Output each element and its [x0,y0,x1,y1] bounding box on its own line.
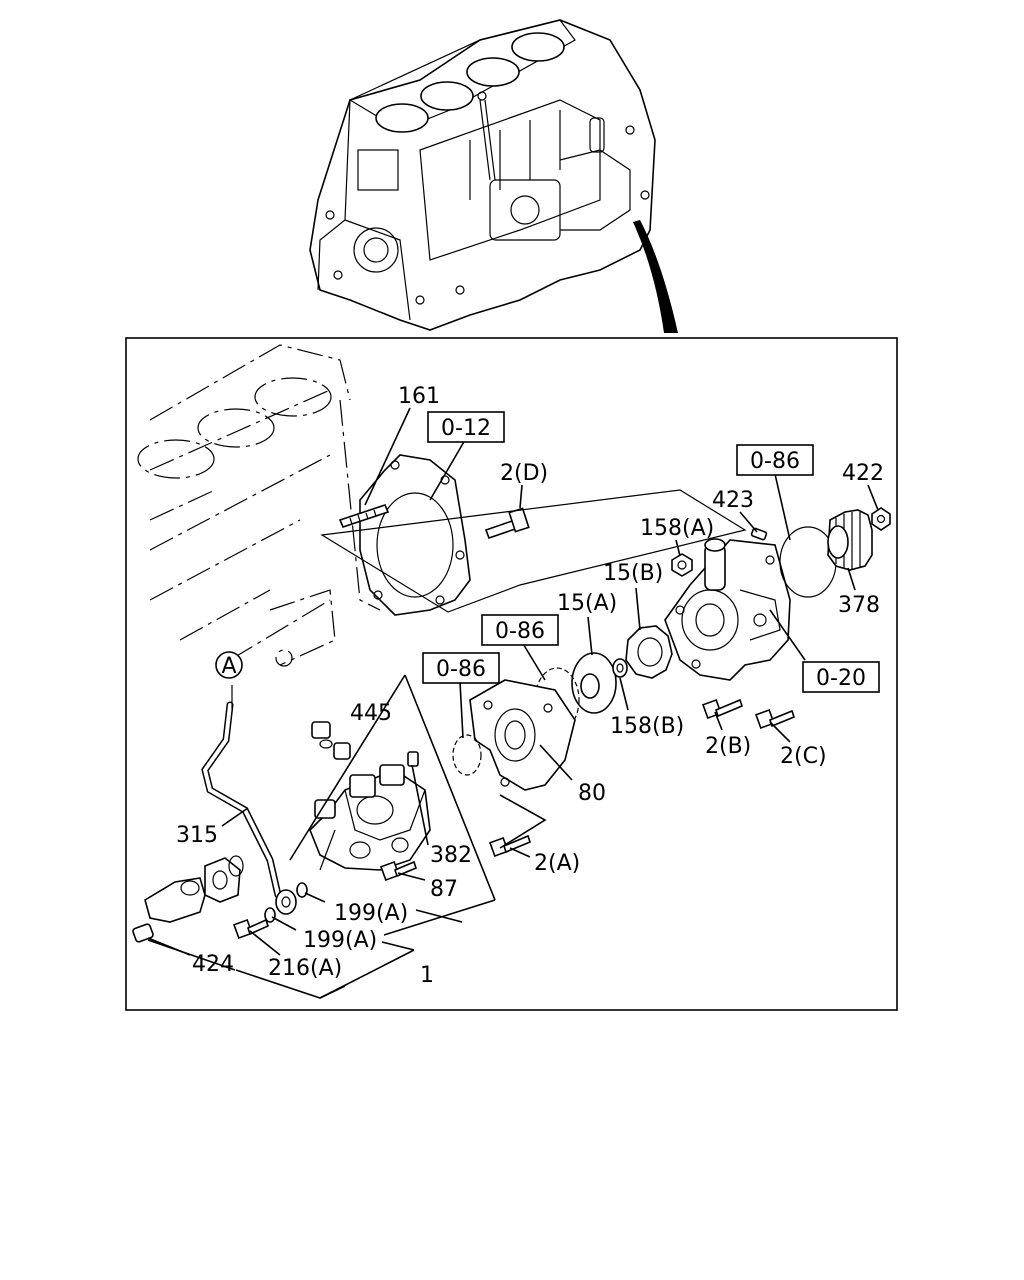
plug-382 [407,751,419,767]
svg-text:0-86: 0-86 [495,619,545,644]
callout-15a: 15(A) [557,591,617,616]
ref-box-0-12: 0-12 [427,411,505,443]
washer-199a-1 [296,882,308,898]
vacuum-pump-housing [664,538,791,681]
callout-422: 422 [842,461,884,486]
bolt-2d [484,507,530,540]
bolt-2b [702,698,743,719]
bolt-2c [755,709,795,729]
callout-378: 378 [838,593,880,618]
detail-pointer [633,220,678,333]
nut-422 [871,507,891,531]
callout-445: 445 [350,701,392,726]
leader-lines [147,407,879,999]
callout-158b: 158(B) [610,714,684,739]
nut-158a [671,553,693,577]
callout-2a: 2(A) [534,851,580,876]
ref-box-0-86-mid: 0-86 [481,614,559,646]
callout-199a-2: 199(A) [303,928,377,953]
ref-box-0-20: 0-20 [802,661,880,693]
engine-block-overview [309,19,656,331]
reference-circle-a [215,651,243,679]
callout-423: 423 [712,488,754,513]
svg-text:0-86: 0-86 [436,657,486,682]
callout-2c: 2(C) [780,744,827,769]
injection-pump [309,764,431,871]
callout-80: 80 [578,781,606,806]
svg-text:0-86: 0-86 [750,449,800,474]
key-423 [750,527,768,541]
svg-text:0-12: 0-12 [441,416,491,441]
o-ring-small [228,855,244,877]
ref-box-0-86-top: 0-86 [736,444,814,476]
nut-158b [612,658,628,678]
ref-box-0-86-left: 0-86 [422,652,500,684]
callout-1: 1 [420,963,434,988]
eye-bolt-216a [233,918,269,939]
reference-circle-a-label: A [221,654,236,679]
callout-15b: 15(B) [603,561,663,586]
svg-text:0-20: 0-20 [816,666,866,691]
callout-199a-1: 199(A) [334,901,408,926]
drive-gear-378 [827,509,873,571]
bolt-87 [380,860,417,881]
group-frame-upper [320,489,747,613]
eye-fitting [275,889,297,915]
callout-216a: 216(A) [268,956,342,981]
callout-424: 424 [192,952,234,977]
callout-2b: 2(B) [705,734,751,759]
callout-87: 87 [430,877,458,902]
o-ring-0-86-left [452,734,482,776]
stud-161 [338,504,390,528]
callout-382: 382 [430,843,472,868]
coupling-15b [625,625,673,679]
fitting-445 [311,721,351,760]
detail-frame [125,337,898,1011]
background-block-outline [137,344,381,667]
gasket [204,857,241,903]
callout-161: 161 [398,384,440,409]
washer-199a-2 [264,907,276,923]
bolt-2a [489,834,531,857]
suction-control-valve [132,877,206,943]
callout-315: 315 [176,823,218,848]
pump-bracket-80 [469,679,576,791]
callout-158a: 158(A) [640,516,714,541]
coupling-15a [571,652,617,714]
callout-2d: 2(D) [500,461,548,486]
